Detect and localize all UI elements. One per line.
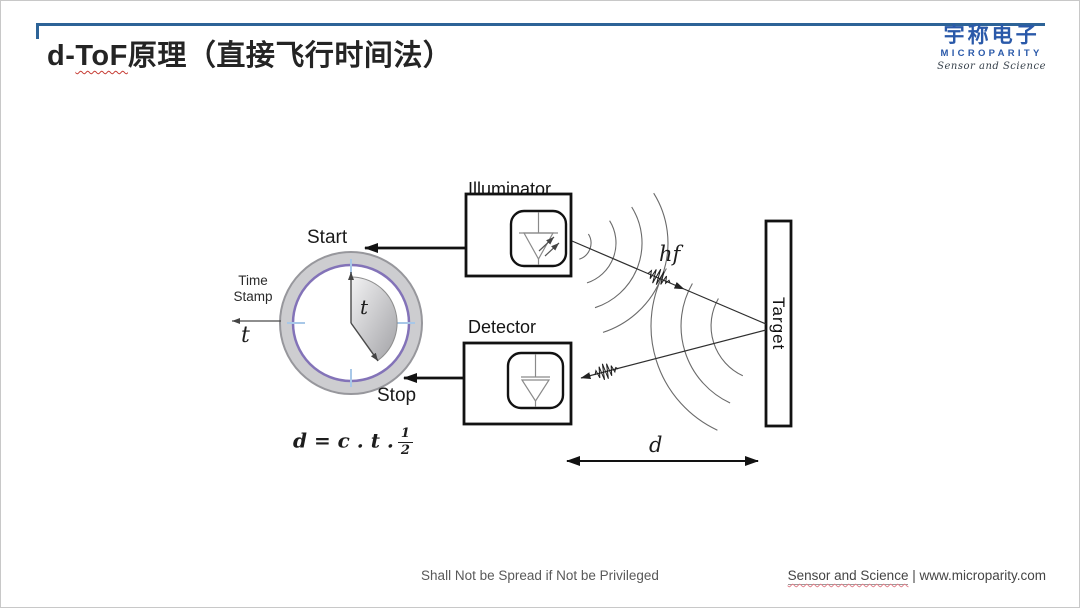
illuminator-box bbox=[464, 192, 573, 278]
fraction-numerator: 1 bbox=[397, 427, 413, 443]
clock-timer bbox=[279, 251, 423, 395]
footer-brand: Sensor and Science bbox=[787, 568, 909, 585]
page-title: d-ToF原理（直接飞行时间法） bbox=[47, 32, 452, 74]
detector-label: Detector bbox=[468, 317, 537, 337]
logo-tagline: Sensor and Science bbox=[937, 60, 1046, 72]
reflected-wavefronts bbox=[650, 268, 744, 431]
illuminator-label: Illuminator bbox=[468, 179, 552, 199]
led-emission-arrows bbox=[538, 236, 560, 257]
photodiode-symbol bbox=[520, 354, 551, 407]
clock-hand-stop bbox=[350, 322, 379, 362]
target-label: Target bbox=[769, 296, 788, 351]
photon-wavepacket-return bbox=[594, 363, 619, 380]
photon-wavepacket-out bbox=[647, 268, 671, 285]
timestamp-label-line2: Stamp bbox=[233, 288, 273, 304]
led-chip-outline bbox=[509, 209, 568, 268]
fraction-denominator: 2 bbox=[400, 442, 410, 458]
photon-energy-label: hf bbox=[659, 242, 681, 266]
title-accent-line bbox=[36, 23, 1045, 26]
company-logo: 宇称电子 MICROPARITY Sensor and Science bbox=[937, 25, 1046, 72]
timestamp-label: Time Stamp bbox=[225, 273, 281, 304]
title-misspelled-word: ToF bbox=[75, 40, 128, 72]
logo-brand-name: MICROPARITY bbox=[940, 48, 1043, 59]
confidentiality-notice: Shall Not be Spread if Not be Privileged bbox=[421, 568, 659, 583]
logo-cjk-text: 宇称电子 bbox=[943, 23, 1040, 47]
led-diode-symbol bbox=[519, 212, 558, 265]
title-cjk: 原理（直接飞行时间法） bbox=[127, 40, 453, 72]
outgoing-photon-beam bbox=[571, 240, 767, 325]
formula-body: d = c . t . bbox=[293, 428, 394, 453]
footer-website: www.microparity.com bbox=[919, 568, 1046, 583]
detector-box bbox=[462, 341, 573, 426]
footer-brand-site: Sensor and Science | www.microparity.com bbox=[787, 568, 1046, 585]
target-panel bbox=[764, 219, 793, 428]
timestamp-label-line1: Time bbox=[238, 273, 268, 288]
title-prefix: d- bbox=[47, 40, 76, 72]
distance-label: d bbox=[649, 433, 663, 457]
elapsed-time-sector bbox=[350, 276, 398, 361]
title-accent-corner bbox=[36, 23, 39, 39]
footer-separator: | bbox=[908, 568, 920, 583]
elapsed-time-label: t bbox=[360, 295, 369, 319]
time-axis-label: t bbox=[241, 323, 250, 348]
returning-photon-beam bbox=[580, 329, 767, 380]
start-label: Start bbox=[307, 227, 348, 248]
stop-label: Stop bbox=[377, 385, 417, 406]
